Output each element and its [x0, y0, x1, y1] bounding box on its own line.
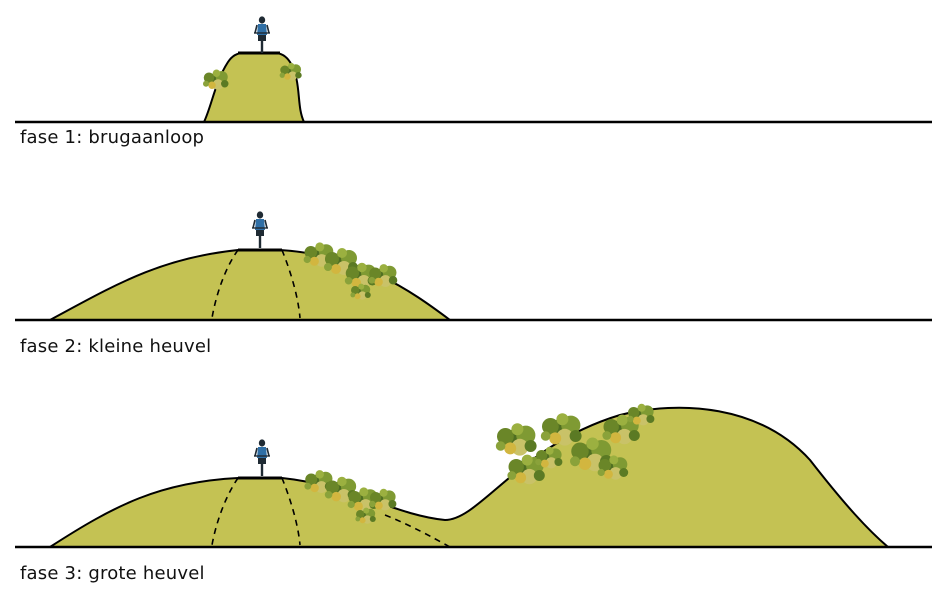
phase-2-small-hill: [15, 211, 932, 320]
cyclist-icon: [252, 211, 268, 248]
small-hill: [50, 250, 450, 320]
phase-1-bridge-ramp: [15, 16, 932, 122]
cyclist-icon: [254, 439, 270, 476]
phase-3-caption: fase 3: grote heuvel: [20, 563, 205, 584]
phase-3-large-hill: [15, 404, 932, 547]
cyclist-icon: [254, 16, 270, 53]
shrub-left-icon: [203, 70, 229, 90]
large-hill: [50, 408, 888, 547]
phase-1-caption: fase 1: brugaanloop: [20, 127, 204, 148]
phase-2-caption: fase 2: kleine heuvel: [20, 336, 211, 357]
